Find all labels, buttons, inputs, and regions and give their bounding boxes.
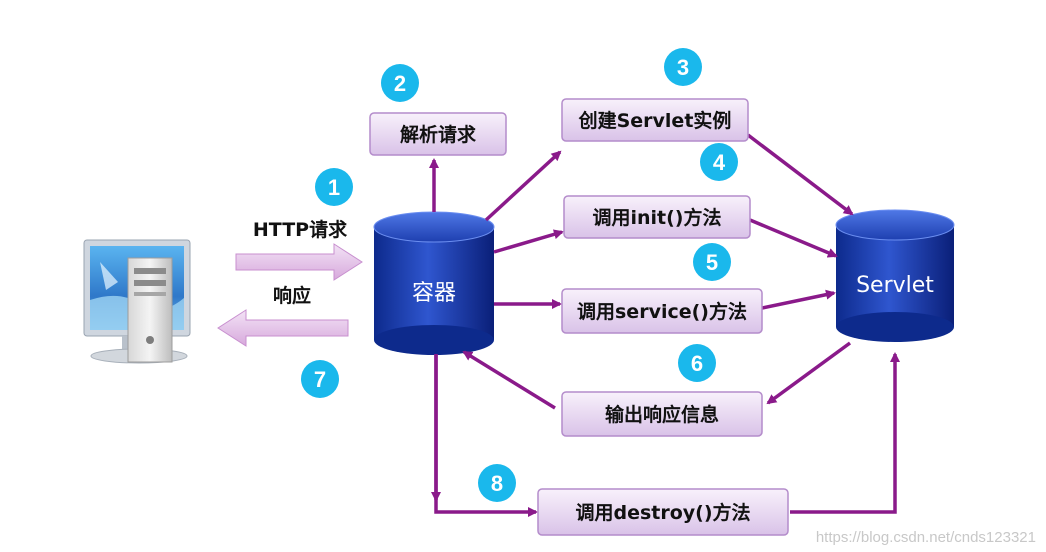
computer-icon [83,239,191,364]
step-box-output: 输出响应信息 [561,391,763,437]
arrow-create-to-servlet [746,133,854,216]
servlet-database-icon [835,209,955,342]
servlet-label: Servlet [856,273,934,298]
badge-3-label: 3 [677,55,689,80]
arrow-servlet-to-output [766,341,852,405]
step-box-destroy: 调用destroy()方法 [537,488,789,536]
badge-1: 1 [315,168,353,206]
response-label: 响应 [273,284,311,307]
badge-2-label: 2 [394,71,406,96]
badge-2: 2 [381,64,419,102]
create-instance-label: 创建Servlet实例 [578,109,732,132]
step-box-init: 调用init()方法 [563,195,751,239]
badge-6: 6 [678,344,716,382]
arrow-service-to-servlet [761,289,836,310]
badge-4: 4 [700,143,738,181]
step-box-service: 调用service()方法 [561,288,763,334]
parse-request-label: 解析请求 [400,123,477,146]
badge-7: 7 [301,360,339,398]
arrow-init-to-servlet [749,218,838,258]
badge-8: 8 [478,464,516,502]
badge-5-label: 5 [706,250,718,275]
badge-7-label: 7 [314,367,326,392]
arrow-container-to-init [493,229,564,254]
container-label: 容器 [412,281,456,306]
step-box-create: 创建Servlet实例 [561,98,749,142]
request-arrow [235,243,363,281]
http-request-label: HTTP请求 [253,218,348,241]
step-box-parse: 解析请求 [369,112,507,156]
arrow-destroy-to-servlet [790,352,900,514]
arrow-container-to-create [484,150,562,222]
badge-3: 3 [664,48,702,86]
connector-arrows [429,133,900,517]
watermark: https://blog.csdn.net/cnds123321 [816,529,1036,546]
badge-4-label: 4 [713,150,726,175]
response-arrow [217,309,349,347]
badge-8-label: 8 [491,471,503,496]
call-service-label: 调用service()方法 [577,300,747,323]
call-destroy-label: 调用destroy()方法 [575,501,750,524]
badge-1-label: 1 [328,175,340,200]
arrow-output-to-container [462,350,556,410]
output-response-label: 输出响应信息 [605,403,719,426]
badge-5: 5 [693,243,731,281]
container-database-icon [373,211,495,355]
badge-6-label: 6 [691,351,703,376]
call-init-label: 调用init()方法 [592,206,721,229]
